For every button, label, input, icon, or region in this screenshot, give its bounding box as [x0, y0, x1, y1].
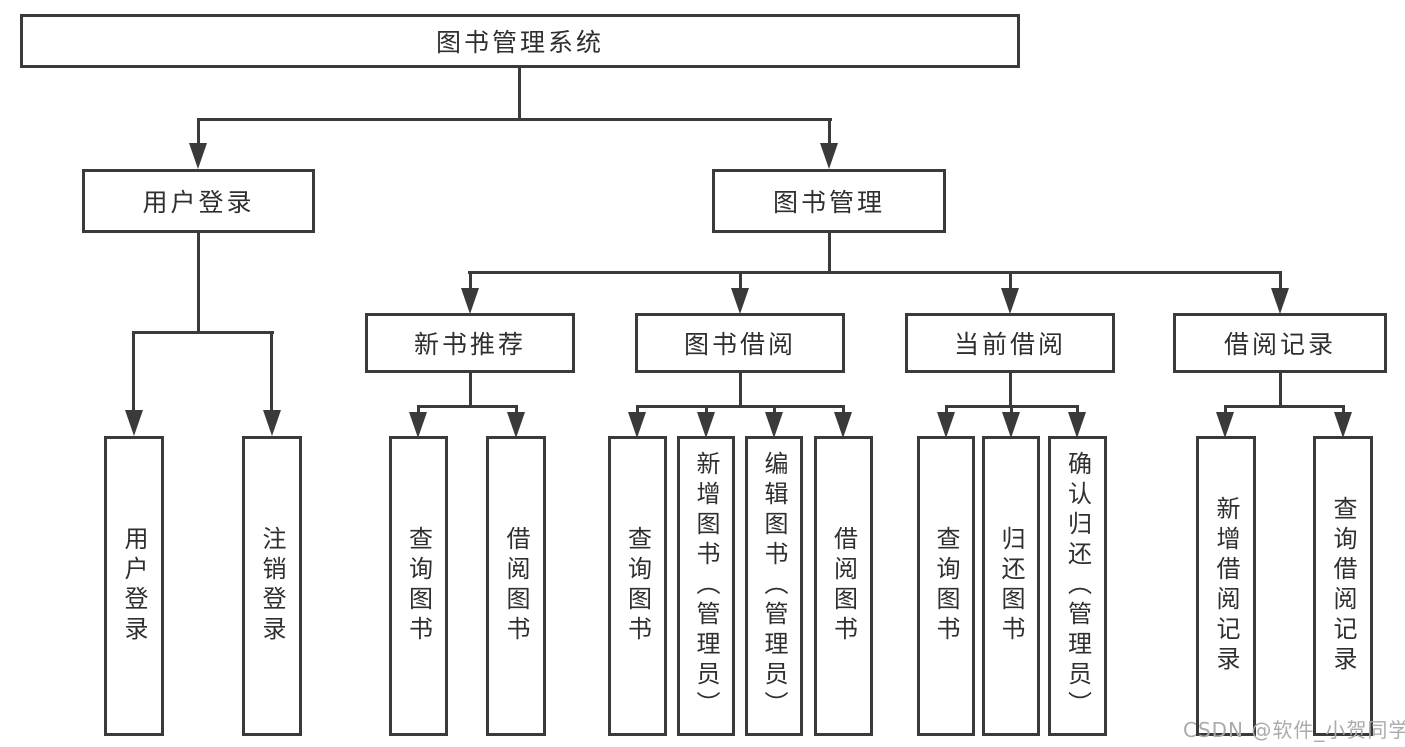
leaf-records-add-record-label: 新增借阅记录 [1212, 496, 1240, 676]
connector-l2-drop-2 [739, 271, 742, 291]
leaf-current-confirm-return-admin: 确认归还（管理员） [1048, 436, 1107, 736]
arrowhead-down-icon [125, 410, 143, 436]
node-new-book-recommend-label: 新书推荐 [413, 330, 526, 359]
node-current-borrow: 当前借阅 [905, 313, 1115, 373]
leaf-borrow-query-books: 查询图书 [608, 436, 667, 736]
connector-groupD-drop-1 [1224, 405, 1227, 415]
connector-user-drop-right [270, 331, 273, 412]
leaf-borrow-add-books-admin: 新增图书（管理员） [677, 436, 735, 736]
connector-groupA-drop-2 [515, 405, 518, 415]
connector-groupC-drop-2 [1010, 405, 1013, 415]
leaf-borrow-edit-books-admin: 编辑图书（管理员） [745, 436, 803, 736]
connector-l1-drop-right [828, 118, 831, 147]
arrowhead-down-icon [1216, 412, 1234, 438]
leaf-current-query-books-label: 查询图书 [932, 526, 960, 646]
arrowhead-down-icon [697, 412, 715, 438]
arrowhead-down-icon [409, 412, 427, 438]
connector-mgmt-stub [828, 233, 831, 274]
node-book-borrow: 图书借阅 [635, 313, 845, 373]
connector-l2-drop-4 [1279, 271, 1282, 291]
csdn-watermark: CSDN @软件_小贺同学 [1183, 718, 1405, 742]
connector-groupB-drop-2 [705, 405, 708, 415]
connector-groupD-stub [1279, 372, 1282, 408]
arrowhead-down-icon [834, 412, 852, 438]
connector-l1-drop-left [197, 118, 200, 147]
node-root: 图书管理系统 [20, 14, 1020, 68]
arrowhead-down-icon [507, 412, 525, 438]
leaf-current-return-books: 归还图书 [982, 436, 1040, 736]
connector-l2-drop-1 [469, 271, 472, 291]
leaf-newbooks-query-books-label: 查询图书 [404, 526, 433, 646]
connector-user-drop-left [132, 331, 135, 412]
connector-groupC-drop-1 [945, 405, 948, 415]
leaf-current-query-books: 查询图书 [917, 436, 975, 736]
leaf-logout-label: 注销登录 [258, 526, 286, 646]
connector-groupB-drop-4 [842, 405, 845, 415]
connector-groupD-drop-2 [1342, 405, 1345, 415]
arrowhead-down-icon [461, 288, 479, 314]
connector-groupD-hline [1224, 405, 1345, 408]
connector-root-stub [518, 67, 521, 121]
connector-groupC-stub [1009, 372, 1012, 408]
leaf-newbooks-borrow-books: 借阅图书 [486, 436, 546, 736]
node-borrow-records-label: 借阅记录 [1223, 330, 1336, 359]
arrowhead-down-icon [820, 143, 838, 169]
leaf-borrow-borrow-books-label: 借阅图书 [829, 526, 858, 646]
connector-groupA-drop-1 [417, 405, 420, 415]
leaf-records-query-record-label: 查询借阅记录 [1329, 496, 1357, 676]
arrowhead-down-icon [1068, 412, 1086, 438]
connector-l2-drop-3 [1009, 271, 1012, 291]
arrowhead-down-icon [1001, 288, 1019, 314]
node-book-management-label: 图书管理 [772, 188, 885, 217]
connector-groupB-hline [636, 405, 845, 408]
arrowhead-down-icon [765, 412, 783, 438]
node-book-borrow-label: 图书借阅 [683, 330, 796, 359]
node-book-management: 图书管理 [712, 169, 946, 233]
node-user-login-label: 用户登录 [142, 188, 255, 217]
node-root-label: 图书管理系统 [435, 28, 604, 57]
leaf-newbooks-borrow-books-label: 借阅图书 [502, 526, 530, 646]
connector-l1-hline [197, 118, 832, 121]
connector-user-hline [132, 331, 274, 334]
arrowhead-down-icon [1002, 412, 1020, 438]
leaf-borrow-query-books-label: 查询图书 [623, 526, 652, 646]
arrowhead-down-icon [263, 410, 281, 436]
arrowhead-down-icon [1271, 288, 1289, 314]
arrowhead-down-icon [731, 288, 749, 314]
connector-user-stub [197, 233, 200, 333]
node-borrow-records: 借阅记录 [1173, 313, 1387, 373]
leaf-records-add-record: 新增借阅记录 [1196, 436, 1256, 736]
node-new-book-recommend: 新书推荐 [365, 313, 575, 373]
leaf-user-login-label: 用户登录 [120, 526, 148, 646]
leaf-borrow-edit-books-admin-label: 编辑图书（管理员） [760, 451, 788, 721]
arrowhead-down-icon [628, 412, 646, 438]
leaf-user-login: 用户登录 [104, 436, 164, 736]
leaf-current-return-books-label: 归还图书 [997, 526, 1025, 646]
connector-groupA-stub [469, 372, 472, 408]
connector-groupB-drop-3 [773, 405, 776, 415]
leaf-borrow-borrow-books: 借阅图书 [814, 436, 873, 736]
connector-groupC-drop-3 [1076, 405, 1079, 415]
connector-groupA-hline [417, 405, 518, 408]
arrowhead-down-icon [189, 143, 207, 169]
leaf-newbooks-query-books: 查询图书 [389, 436, 448, 736]
arrowhead-down-icon [937, 412, 955, 438]
leaf-logout: 注销登录 [242, 436, 302, 736]
connector-groupB-drop-1 [636, 405, 639, 415]
leaf-current-confirm-return-admin-label: 确认归还（管理员） [1063, 451, 1092, 721]
node-current-borrow-label: 当前借阅 [953, 330, 1066, 359]
node-user-login: 用户登录 [82, 169, 315, 233]
arrowhead-down-icon [1334, 412, 1352, 438]
leaf-records-query-record: 查询借阅记录 [1313, 436, 1373, 736]
connector-groupB-stub [739, 372, 742, 408]
connector-l2-hline [468, 271, 1281, 274]
leaf-borrow-add-books-admin-label: 新增图书（管理员） [692, 451, 720, 721]
